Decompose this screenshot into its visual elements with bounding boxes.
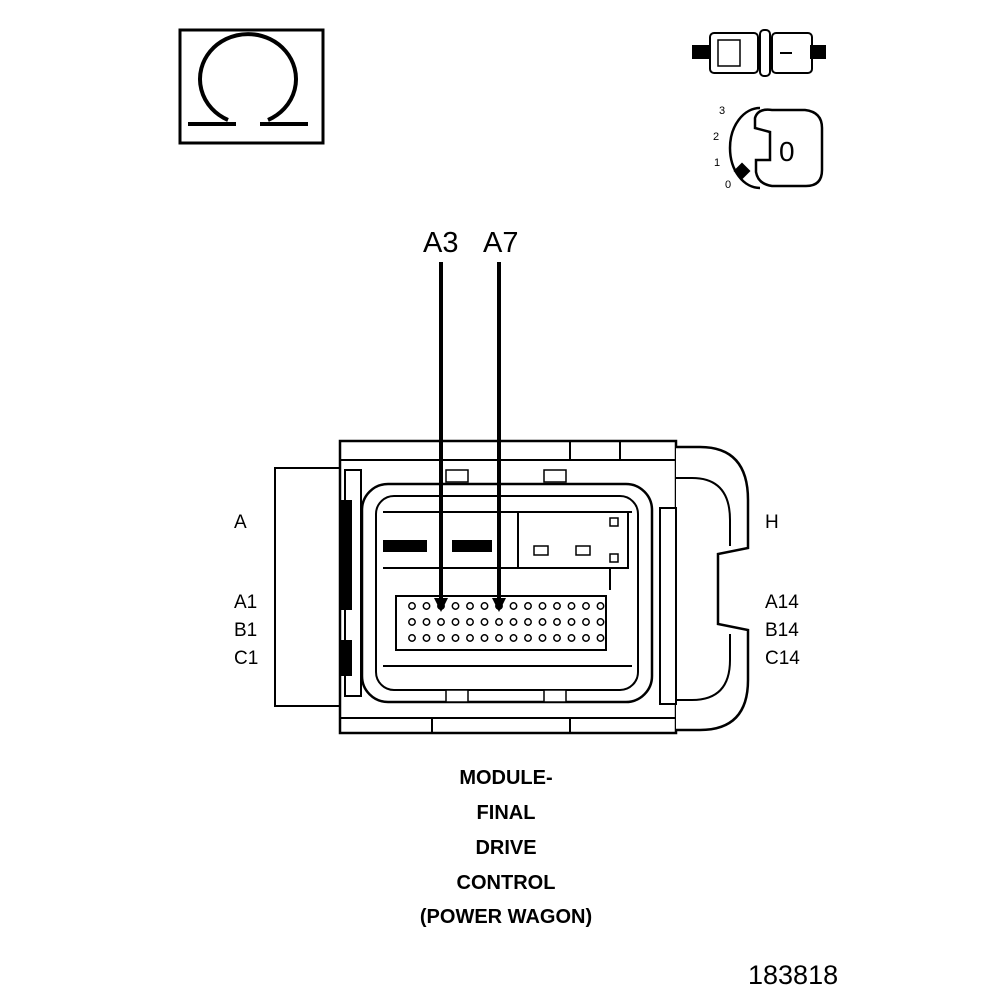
ohmmeter-icon <box>178 28 325 145</box>
figure-number: 183818 <box>748 960 839 990</box>
pin-cavity <box>422 602 431 610</box>
callout-arrowhead-a7 <box>492 598 506 612</box>
callout-label-a3: A3 <box>423 227 459 259</box>
pin-cavity <box>582 602 590 610</box>
pin-cavity <box>495 634 503 642</box>
pin-cavity <box>422 618 431 626</box>
pin-cavity <box>509 602 518 610</box>
pin-cavity <box>596 618 605 626</box>
pin-cavity <box>408 634 416 642</box>
side-label-b1: B1 <box>234 620 258 641</box>
pin-cavity <box>480 602 489 610</box>
pin-cavity <box>567 634 576 642</box>
side-label-c14: C14 <box>765 648 800 669</box>
pin-cavity <box>538 602 547 610</box>
title-line-4: CONTROL <box>456 872 556 894</box>
side-label-a14: A14 <box>765 592 799 613</box>
callout-label-a7: A7 <box>483 227 519 259</box>
pin-cavity <box>567 618 576 626</box>
side-label-c1: C1 <box>234 648 259 669</box>
pin-cavity <box>582 618 590 626</box>
pin-cavity <box>408 618 416 626</box>
pin-cavity <box>437 618 445 626</box>
pin-cavity <box>524 618 532 626</box>
side-label-a: A <box>234 512 247 533</box>
pin-cavity <box>466 618 474 626</box>
pin-cavity <box>553 618 561 626</box>
pin-cavity <box>553 634 561 642</box>
callout-arrows <box>434 262 506 612</box>
key-face-label: 0 <box>779 136 795 167</box>
callout-arrowhead-a3 <box>434 598 448 612</box>
pin-cavity <box>495 618 503 626</box>
key-position-1: 1 <box>714 157 721 169</box>
title-line-2: FINAL <box>476 802 536 824</box>
pin-cavity <box>582 634 590 642</box>
side-label-a1: A1 <box>234 592 258 613</box>
pin-cavity <box>538 618 547 626</box>
key-position-0: 0 <box>725 179 732 191</box>
pin-cavity <box>567 602 576 610</box>
pin-cavity <box>524 602 532 610</box>
pin-cavity <box>408 602 416 610</box>
title-line-3: DRIVE <box>475 837 537 859</box>
ignition-key-icon <box>728 106 824 190</box>
pin-cavity <box>524 634 532 642</box>
title-line-1: MODULE- <box>459 767 553 789</box>
pin-cavity <box>509 634 518 642</box>
pin-cavity <box>480 634 489 642</box>
pin-cavity <box>553 602 561 610</box>
pin-cavity <box>466 602 474 610</box>
pin-cavity <box>422 634 431 642</box>
pin-cavity <box>451 602 460 610</box>
pin-cavity <box>466 634 474 642</box>
key-position-3: 3 <box>719 105 726 117</box>
connector-body <box>274 439 750 735</box>
pin-cavity <box>480 618 489 626</box>
pin-cavity <box>451 634 460 642</box>
side-label-h: H <box>765 512 779 533</box>
title-line-5: (POWER WAGON) <box>419 906 593 928</box>
key-position-2: 2 <box>713 131 720 143</box>
disconnected-connector-icon <box>692 29 826 77</box>
pin-cavity <box>437 634 445 642</box>
pin-cavity <box>509 618 518 626</box>
pin-cavity <box>596 634 605 642</box>
pin-cavity <box>596 602 605 610</box>
pin-cavity <box>451 618 460 626</box>
pin-cavity <box>538 634 547 642</box>
side-label-b14: B14 <box>765 620 799 641</box>
